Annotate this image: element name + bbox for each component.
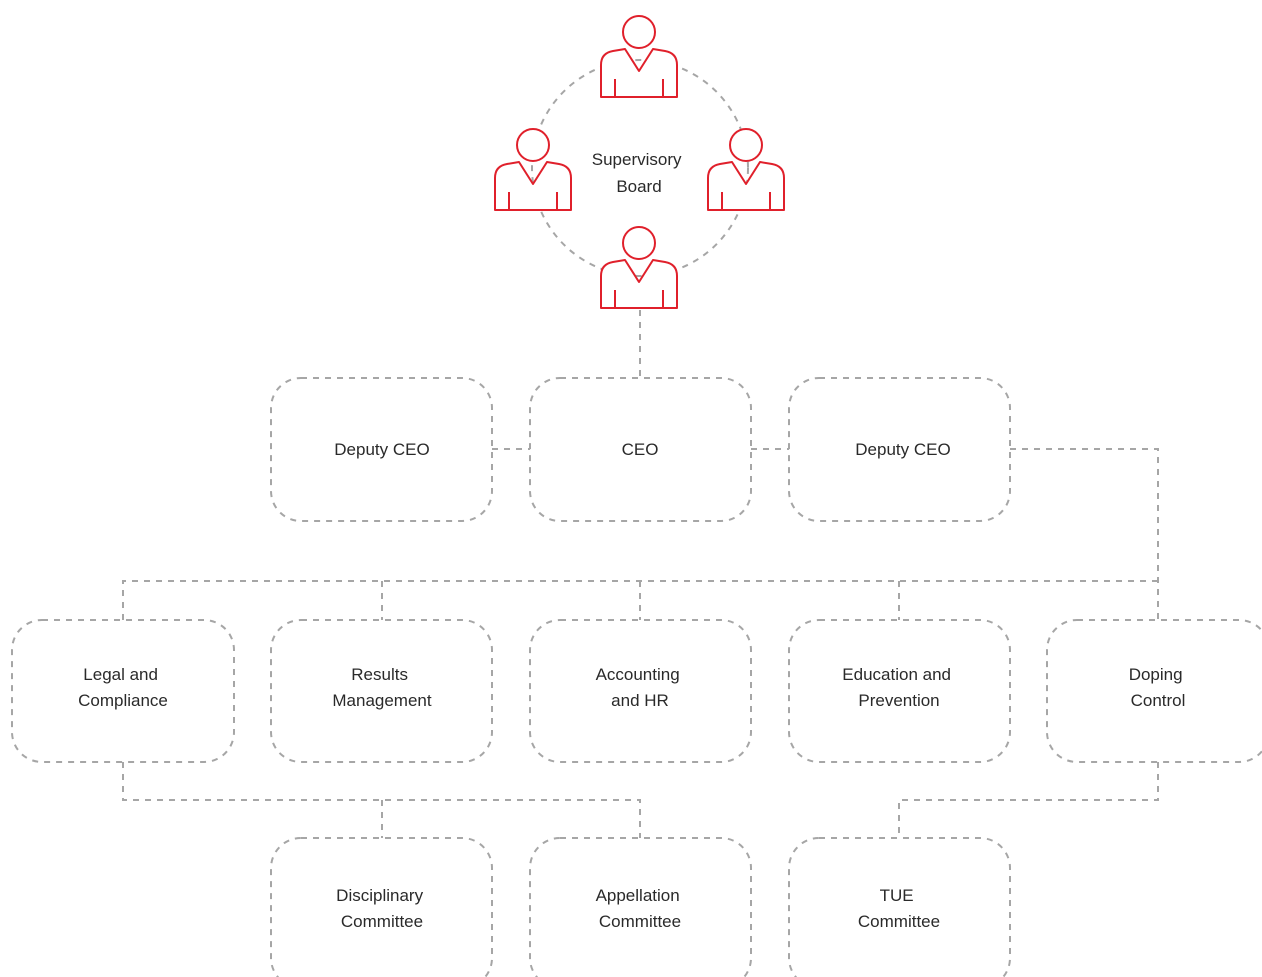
accounting-line1: Accounting (596, 665, 680, 684)
results-management-label: Results Management (332, 665, 432, 710)
person-icon (707, 128, 785, 211)
appellation-committee-label: Appellation Committee (596, 886, 685, 931)
doping-line2: Control (1131, 691, 1186, 710)
education-prevention-label: Education and Prevention (842, 665, 955, 710)
departments-row: Legal and Compliance Results Management … (11, 619, 1262, 763)
ceo-label: CEO (622, 440, 659, 459)
education-line2: Prevention (858, 691, 939, 710)
board-label-line2: Board (616, 177, 661, 196)
doping-control-box (1046, 619, 1262, 763)
results-line2: Management (332, 691, 432, 710)
person-icon (600, 226, 678, 309)
legal-compliance-box (11, 619, 235, 763)
connectors (122, 310, 1159, 838)
tue-committee-box (788, 837, 1011, 977)
accounting-hr-label: Accounting and HR (596, 665, 685, 710)
tue-line2: Committee (858, 912, 940, 931)
deputy-ceo-left-label: Deputy CEO (334, 440, 429, 459)
legal-line1: Legal and (83, 665, 158, 684)
legal-line2: Compliance (78, 691, 168, 710)
appellation-committee-box (529, 837, 752, 977)
deputy-ceo-right-label: Deputy CEO (855, 440, 950, 459)
board-label-line1: Supervisory (592, 150, 682, 169)
legal-compliance-label: Legal and Compliance (78, 665, 168, 710)
board-label: Supervisory Board (592, 150, 687, 196)
person-icon (600, 15, 678, 98)
accounting-line2: and HR (611, 691, 669, 710)
doping-line1: Doping (1129, 665, 1183, 684)
appellation-line2: Committee (599, 912, 681, 931)
results-line1: Results (351, 665, 408, 684)
committees-row: Disciplinary Committee Appellation Commi… (270, 837, 1011, 977)
tue-committee-label: TUE Committee (858, 886, 940, 931)
leadership-row: Deputy CEO CEO Deputy CEO (270, 377, 1011, 522)
disciplinary-line1: Disciplinary (336, 886, 423, 905)
tue-line1: TUE (880, 886, 914, 905)
appellation-line1: Appellation (596, 886, 680, 905)
board-ring (531, 59, 749, 277)
disciplinary-committee-box (270, 837, 493, 977)
education-line1: Education and (842, 665, 951, 684)
disciplinary-committee-label: Disciplinary Committee (336, 886, 428, 931)
doping-control-label: Doping Control (1129, 665, 1188, 710)
disciplinary-line2: Committee (341, 912, 423, 931)
